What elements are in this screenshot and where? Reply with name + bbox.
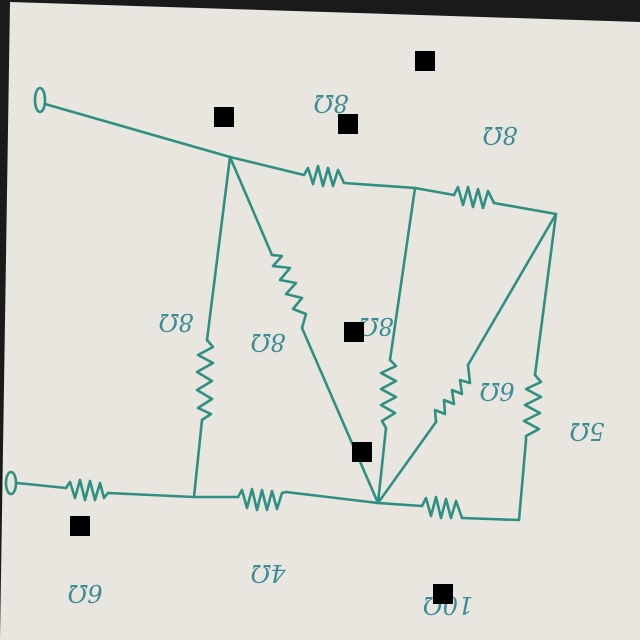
wire-bottom-e [460,516,521,522]
wire-right-vertical-bottom [517,438,528,522]
redaction-box-5 [352,442,372,462]
resistor-top-right [452,185,496,210]
label-left-diagonal: 8Ω [250,328,285,356]
wire-top-d [492,201,558,216]
resistor-left-diagonal [270,253,308,330]
resistor-middle-vertical [379,358,398,430]
wire-top-a [228,155,306,177]
wire-bottom-c [284,490,380,505]
label-right-vertical: 5Ω [569,417,604,445]
redaction-box-3 [338,114,358,134]
label-top-left-resistor: 8Ω [313,89,348,117]
redaction-box-6 [70,516,90,536]
label-bottom-middle: 4Ω [250,559,286,587]
wire-left-vertical-bottom [192,418,204,499]
label-inner-diagonal: 6Ω [479,377,514,405]
redaction-box-2 [214,107,234,127]
wire-mid-vertical-top [388,186,417,362]
resistor-bottom-right [420,495,464,520]
wire-top-input [43,102,232,159]
redaction-box-7 [433,584,453,604]
resistor-bottom-middle [236,487,288,512]
wire-top-c [413,186,456,197]
wire-diag-top [228,155,274,257]
redaction-box-1 [415,51,435,71]
wire-left-vertical-top [205,155,232,342]
wire-inner-diag-top [466,212,558,367]
resistor-bottom-left [64,478,110,502]
resistor-inner-diagonal [433,363,472,424]
wire-inner-diag-bottom [376,420,438,505]
wire-right-vertical-top [533,212,558,377]
label-left-vertical: 8Ω [158,308,193,336]
label-top-right-resistor: 8Ω [482,121,517,149]
wire-bottom-a [106,491,196,499]
wire-mid-vertical-bottom [376,426,388,505]
wire-diag-bottom [300,326,380,505]
resistor-right-vertical [522,373,543,442]
input-terminal-top [33,86,47,114]
wire-top-b [342,181,417,190]
label-middle-vertical: 8Ω [358,312,393,340]
resistor-top-left [302,164,346,188]
wire-bottom-input [15,481,68,490]
resistor-left-vertical [195,338,215,422]
label-bottom-left: 6Ω [67,579,102,607]
redaction-box-4 [344,322,364,342]
wire-bottom-d [376,501,424,508]
